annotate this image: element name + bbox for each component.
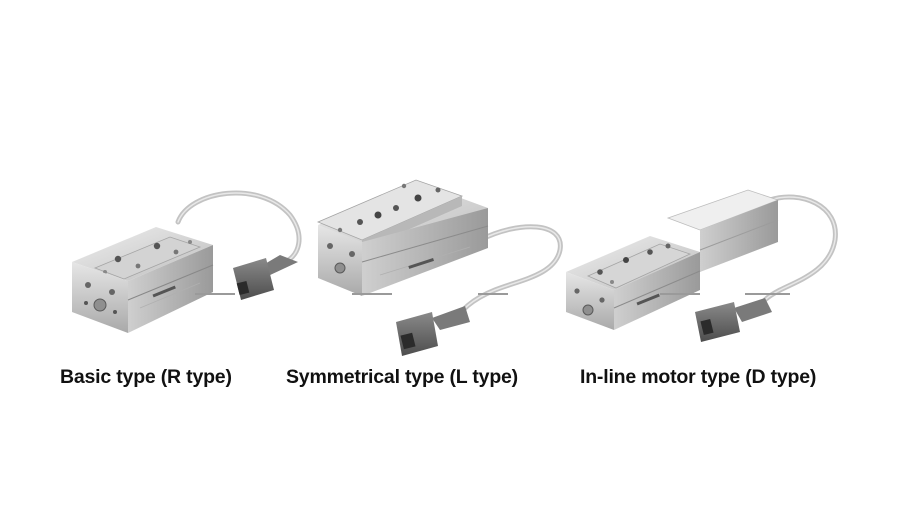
caption-symmetrical-type: Symmetrical type (L type) <box>286 366 518 388</box>
basic-r-type-actuator-image <box>72 190 302 333</box>
inline-motor-d-type-actuator-image <box>566 189 838 342</box>
connector-icon <box>396 306 470 356</box>
caption-basic-type: Basic type (R type) <box>60 366 232 388</box>
connector-icon <box>695 298 772 342</box>
caption-inline-motor-type: In-line motor type (D type) <box>580 366 817 388</box>
symmetrical-l-type-actuator-image <box>316 179 563 356</box>
ground-line <box>195 293 790 295</box>
connector-icon <box>233 255 298 300</box>
